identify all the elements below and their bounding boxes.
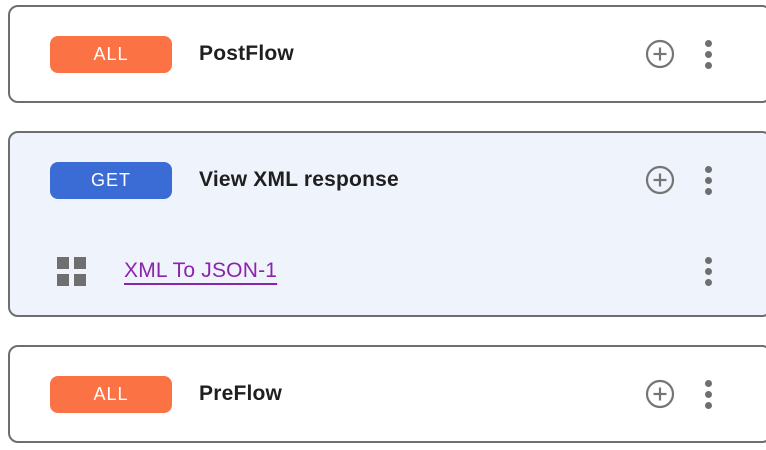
flow-row-view-xml-response[interactable]: GET View XML response [10, 133, 766, 227]
policy-actions [699, 255, 718, 288]
method-badge-all: ALL [50, 375, 172, 413]
flow-menu-button[interactable] [699, 378, 718, 411]
flow-row-preflow[interactable]: ALL PreFlow [10, 347, 766, 441]
flow-menu-button[interactable] [699, 164, 718, 197]
flow-title: PostFlow [199, 42, 294, 65]
kebab-menu-icon [699, 255, 718, 288]
flow-title: View XML response [199, 168, 399, 191]
flow-row-postflow[interactable]: ALL PostFlow [10, 7, 766, 101]
plus-circle-icon [645, 39, 675, 69]
policy-link[interactable]: XML To JSON-1 [124, 259, 278, 282]
method-badge-label: ALL [93, 383, 129, 404]
policy-menu-button[interactable] [699, 255, 718, 288]
kebab-menu-icon [699, 378, 718, 411]
flow-menu-button[interactable] [699, 38, 718, 71]
policy-row: XML To JSON-1 [10, 227, 766, 315]
add-step-button[interactable] [645, 165, 675, 195]
method-badge-label: ALL [93, 43, 129, 64]
flow-actions [645, 164, 718, 197]
add-step-button[interactable] [645, 379, 675, 409]
kebab-menu-icon [699, 164, 718, 197]
method-badge-get: GET [50, 161, 172, 199]
plus-circle-icon [645, 379, 675, 409]
flow-card-preflow: ALL PreFlow [8, 345, 766, 443]
flow-card-view-xml-response: GET View XML response [8, 131, 766, 317]
flow-actions [645, 378, 718, 411]
policy-grid-icon [57, 256, 86, 286]
flow-title: PreFlow [199, 382, 283, 405]
flow-card-postflow: ALL PostFlow [8, 5, 766, 103]
method-badge-all: ALL [50, 35, 172, 73]
method-badge-label: GET [90, 169, 131, 190]
flow-actions [645, 38, 718, 71]
kebab-menu-icon [699, 38, 718, 71]
plus-circle-icon [645, 165, 675, 195]
add-step-button[interactable] [645, 39, 675, 69]
